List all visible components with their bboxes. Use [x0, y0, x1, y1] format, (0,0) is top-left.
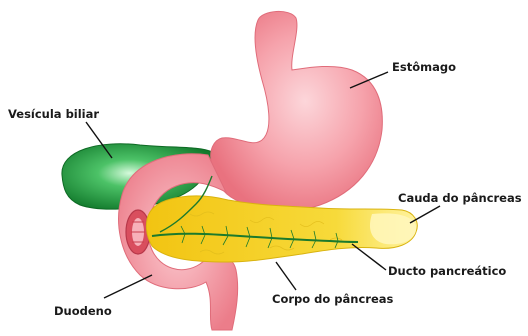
pancreas	[146, 196, 417, 262]
stomach	[211, 11, 383, 211]
leader-pancreas-body	[276, 262, 296, 290]
label-pancreas-body: Corpo do pâncreas	[272, 292, 394, 306]
leader-pancreas-tail	[410, 206, 440, 223]
leader-duodenum	[104, 275, 152, 298]
label-pancreatic-duct: Ducto pancreático	[388, 264, 506, 278]
label-duodenum: Duodeno	[54, 304, 112, 318]
label-gallbladder: Vesícula biliar	[8, 107, 99, 121]
label-stomach: Estômago	[392, 60, 456, 74]
label-pancreas-tail: Cauda do pâncreas	[398, 191, 522, 205]
